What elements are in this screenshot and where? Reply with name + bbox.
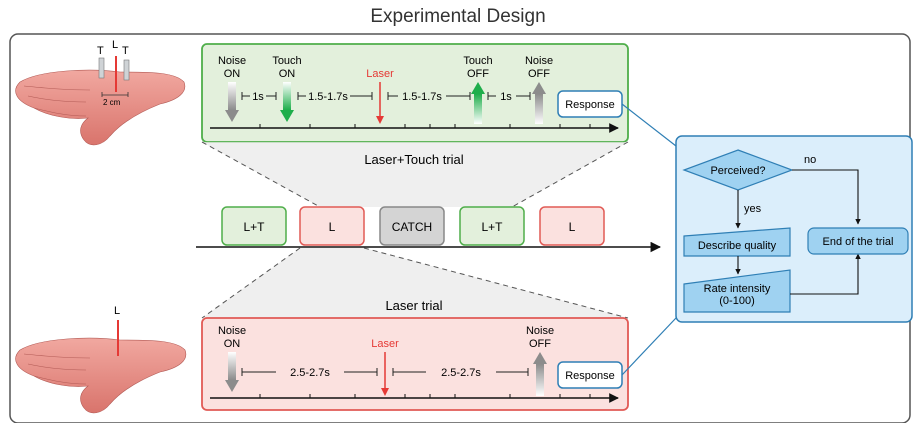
- lt-response-box: Response: [557, 90, 623, 118]
- trial-sequence: L+T L CATCH L+T L: [196, 206, 662, 253]
- response-flowchart: Perceived? no yes Describe quality Rate …: [675, 135, 913, 323]
- hand-top-distance: 2 cm: [103, 98, 121, 107]
- svg-text:L+T: L+T: [481, 220, 503, 234]
- lt-noise-off-arrow: [532, 82, 546, 124]
- flow-describe: Describe quality: [683, 227, 791, 257]
- svg-text:L: L: [569, 220, 576, 234]
- l-interval-2: 2.5-2.7s: [441, 367, 481, 379]
- svg-text:End of the trial: End of the trial: [823, 236, 894, 248]
- seq-item-lt-1: L+T: [221, 206, 287, 246]
- svg-text:L: L: [329, 220, 336, 234]
- lt-touch-on-2: ON: [279, 68, 296, 80]
- svg-text:Perceived?: Perceived?: [710, 165, 765, 177]
- lt-noise-off-2: OFF: [528, 68, 550, 80]
- lt-noise-on-arrow: [225, 82, 239, 122]
- l-laser-label: Laser: [371, 338, 399, 350]
- lt-interval-3: 1.5-1.7s: [402, 91, 442, 103]
- lt-noise-on-1: Noise: [218, 55, 246, 67]
- l-noise-off-2: OFF: [529, 338, 551, 350]
- flow-no-label: no: [804, 154, 816, 166]
- probe-left: [98, 57, 105, 79]
- l-interval-1: 2.5-2.7s: [290, 367, 330, 379]
- zoom-connector-bottom: [201, 247, 629, 319]
- l-noise-off-arrow: [533, 352, 547, 396]
- seq-item-catch: CATCH: [379, 206, 445, 246]
- hand-top-label-t1: T: [97, 45, 104, 57]
- l-response-box: Response: [557, 361, 623, 389]
- flow-rate: Rate intensity (0-100): [683, 269, 791, 313]
- hand-bottom-label-l: L: [114, 305, 120, 317]
- seq-item-l-1: L: [299, 206, 365, 246]
- l-noise-on-1: Noise: [218, 325, 246, 337]
- seq-item-lt-2: L+T: [459, 206, 525, 246]
- lt-interval-2: 1.5-1.7s: [308, 91, 348, 103]
- lt-touch-on-1: Touch: [272, 55, 301, 67]
- lt-noise-off-1: Noise: [525, 55, 553, 67]
- svg-text:L+T: L+T: [243, 220, 265, 234]
- page-title: Experimental Design: [370, 6, 546, 27]
- l-noise-on-2: ON: [224, 338, 241, 350]
- l-laser-arrow: [381, 352, 389, 396]
- lt-touch-off-2: OFF: [467, 68, 489, 80]
- flow-yes-label: yes: [744, 203, 762, 215]
- lt-interval-4: 1s: [500, 91, 512, 103]
- l-caption: Laser trial: [385, 298, 442, 313]
- probe-right: [123, 59, 130, 81]
- svg-text:(0-100): (0-100): [719, 295, 754, 307]
- lt-noise-on-2: ON: [224, 68, 241, 80]
- hand-bottom: L: [15, 305, 187, 414]
- zoom-connector-top: [201, 141, 629, 208]
- lt-touch-off-1: Touch: [463, 55, 492, 67]
- lt-interval-1: 1s: [252, 91, 264, 103]
- hand-top: T L T 2 cm: [15, 39, 186, 146]
- flow-end: End of the trial: [807, 227, 909, 255]
- lt-touch-on-arrow: [280, 82, 294, 122]
- svg-text:CATCH: CATCH: [392, 220, 432, 234]
- l-noise-off-1: Noise: [526, 325, 554, 337]
- laser-panel: Noise ON Laser Noise OFF 2.5-2.7s 2.5-2.…: [201, 317, 629, 411]
- l-response-label: Response: [565, 370, 615, 382]
- seq-item-l-2: L: [539, 206, 605, 246]
- lt-touch-off-arrow: [471, 82, 485, 124]
- connector-top: [621, 103, 677, 147]
- laser-touch-panel: Noise ON Touch ON Laser Touch OFF Noise …: [201, 43, 629, 143]
- lt-laser-label: Laser: [366, 68, 394, 80]
- flow-decision: Perceived?: [682, 149, 794, 191]
- hand-top-label-l: L: [112, 39, 118, 51]
- hand-top-label-t2: T: [122, 45, 129, 57]
- svg-text:Rate intensity: Rate intensity: [704, 283, 771, 295]
- connector-bottom: [621, 317, 677, 376]
- lt-laser-arrow: [376, 82, 384, 124]
- l-noise-on-arrow: [225, 352, 239, 392]
- svg-text:Describe quality: Describe quality: [698, 240, 777, 252]
- lt-response-label: Response: [565, 99, 615, 111]
- lt-caption: Laser+Touch trial: [364, 152, 463, 167]
